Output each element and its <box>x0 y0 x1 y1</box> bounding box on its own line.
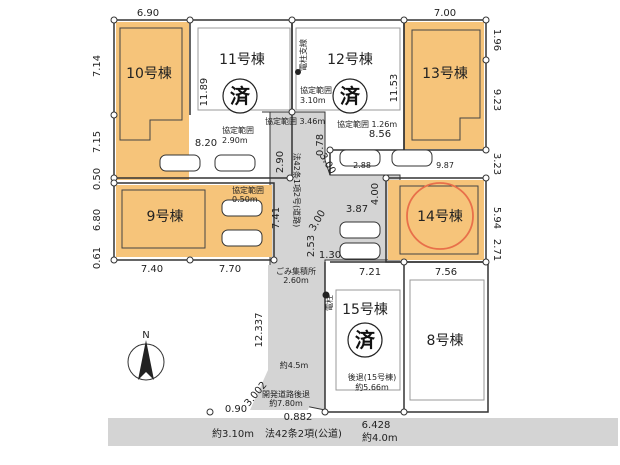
parking-288: 2.88 <box>353 161 371 170</box>
lot-14-label: 14号棟 <box>417 209 463 225</box>
svg-text:済: 済 <box>230 84 251 108</box>
dim-078: 0.78 <box>315 134 326 156</box>
road-width-45: 約4.5m <box>280 360 309 370</box>
svg-text:済: 済 <box>340 84 361 108</box>
dim-756: 7.56 <box>435 267 457 278</box>
dim-left-715: 7.15 <box>92 131 103 153</box>
dim-923: 9.23 <box>491 89 502 111</box>
dev-road-setback-b: 約7.80m <box>269 398 303 408</box>
pole-support-label: 電柱支線 <box>298 39 308 71</box>
dim-top-700: 7.00 <box>434 8 456 19</box>
dim-6428: 6.428 <box>362 420 391 431</box>
dim-290: 2.90 <box>275 151 286 173</box>
lot-12-label: 12号棟 <box>327 52 373 68</box>
public-road-label: 法42条2項(公道) <box>265 427 342 440</box>
dim-1153: 11.53 <box>389 74 400 103</box>
buildings <box>119 27 485 401</box>
agreement-290-b: 2.90m <box>222 136 248 145</box>
boundary-markers <box>110 16 490 416</box>
dim-left-050: 0.50 <box>92 168 103 190</box>
dim-253: 2.53 <box>306 235 317 257</box>
lot-11-label: 11号棟 <box>219 52 265 68</box>
dim-1189: 11.89 <box>199 78 210 107</box>
lot-boundaries <box>113 19 489 413</box>
dim-bottom-770: 7.70 <box>219 264 241 275</box>
parking-987: 9.87 <box>436 161 454 170</box>
dim-top-690: 6.90 <box>137 8 159 19</box>
road-class-vertical: 法42条1項2号(道路) <box>292 153 302 228</box>
pole-label: 電柱 <box>324 295 334 311</box>
development-road-lower <box>250 265 322 410</box>
agreement-126: 協定範囲 1.26m <box>337 119 397 129</box>
agreement-310-b: 3.10m <box>300 96 326 105</box>
lot-10-area <box>116 22 189 180</box>
garbage-width: 2.60m <box>283 276 309 285</box>
dim-594: 5.94 <box>491 207 502 229</box>
lot-15-label: 15号棟 <box>342 302 388 318</box>
setback-15-a: 後退(15号棟) <box>348 372 396 382</box>
agreement-310-a: 協定範囲 <box>300 85 332 95</box>
parked-cars <box>159 149 433 260</box>
dev-road-setback-a: 開発道路後退 <box>262 389 310 399</box>
dim-271: 2.71 <box>491 239 502 261</box>
road-right-width: 約4.0m <box>362 431 398 444</box>
svg-text:済: 済 <box>355 328 376 352</box>
pole-marker <box>322 291 330 299</box>
north-arrow: N <box>127 330 165 381</box>
sold-mark-12: 済 <box>332 78 368 114</box>
dim-196: 1.96 <box>491 29 502 51</box>
lot-14-area <box>388 180 484 260</box>
dim-bottom-740: 7.40 <box>141 264 163 275</box>
agreement-290-a: 協定範囲 <box>222 125 254 135</box>
pole-support-marker <box>295 69 301 75</box>
dim-left-714: 7.14 <box>92 55 103 77</box>
garbage-label: ごみ集積所 <box>276 266 316 276</box>
dim-130: 1.30 <box>319 250 341 261</box>
dim-387: 3.87 <box>346 204 368 215</box>
setback-15-b: 約5.66m <box>355 382 389 392</box>
dim-820: 8.20 <box>195 138 217 149</box>
dim-721: 7.21 <box>359 267 381 278</box>
agreement-050-a: 協定範囲 <box>232 185 264 195</box>
dim-left-061: 0.61 <box>92 247 103 269</box>
lot-8-label: 8号棟 <box>427 333 464 349</box>
dim-856: 8.56 <box>369 129 391 140</box>
road-left-width: 約3.10m <box>212 427 254 440</box>
dim-0882: 0.882 <box>284 412 313 423</box>
dim-12337: 12.337 <box>254 313 265 348</box>
dim-400: 4.00 <box>370 183 381 205</box>
dim-323: 3.23 <box>491 153 502 175</box>
lot-13-area <box>404 22 484 149</box>
lot-13-label: 13号棟 <box>422 66 468 82</box>
lot-10-label: 10号棟 <box>126 66 172 82</box>
agreement-346: 協定範囲 3.46m <box>265 116 325 126</box>
sold-mark-11: 済 <box>222 78 258 114</box>
sold-mark-15: 済 <box>347 322 383 358</box>
main-road <box>108 418 618 446</box>
svg-text:N: N <box>142 330 149 341</box>
dim-090: 0.90 <box>225 404 247 415</box>
lot-14-highlight <box>406 182 474 250</box>
dim-left-680: 6.80 <box>92 209 103 231</box>
lot-9-label: 9号棟 <box>147 209 184 225</box>
agreement-050-b: 0.50m <box>232 195 258 204</box>
dim-741: 7.41 <box>271 207 282 229</box>
